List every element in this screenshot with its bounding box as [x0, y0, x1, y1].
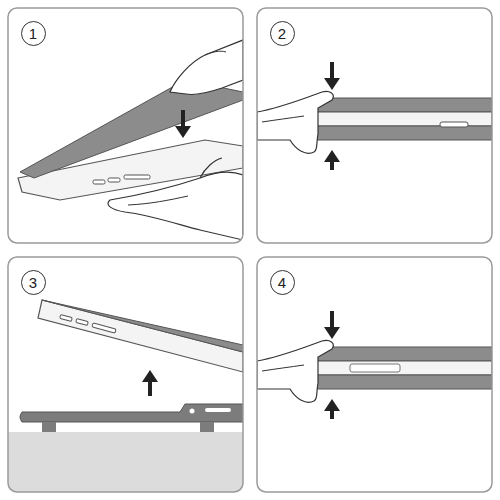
- step-number: 3: [29, 275, 37, 290]
- step-one-art: [8, 8, 243, 243]
- step-number-circle: 4: [270, 270, 295, 295]
- step-two-art: [257, 8, 492, 243]
- step-three-art: [8, 257, 243, 492]
- step-number: 2: [278, 26, 286, 41]
- step-four-art: [257, 257, 492, 492]
- step-number-circle: 1: [21, 21, 46, 46]
- step-number: 4: [278, 275, 286, 290]
- step-number-circle: 2: [270, 21, 295, 46]
- step-number: 1: [29, 26, 37, 41]
- step-number-circle: 3: [21, 270, 46, 295]
